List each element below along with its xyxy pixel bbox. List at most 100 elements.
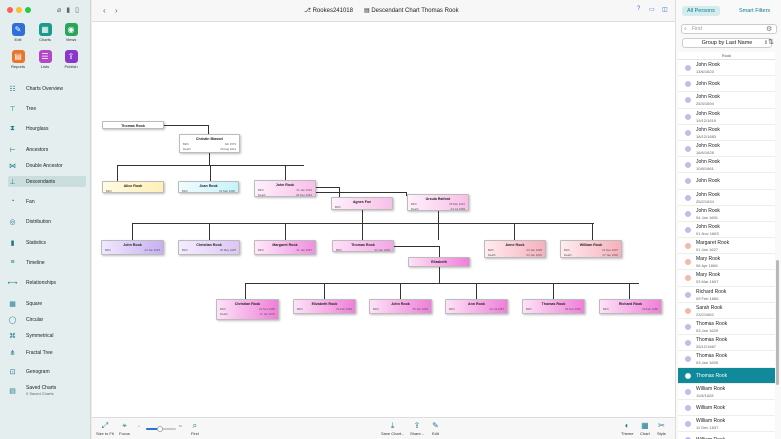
nav-item-timeline[interactable]: ≡Timeline [8, 257, 86, 268]
person-list-item[interactable]: John Rook [678, 173, 775, 190]
nav-item-square[interactable]: ▦Square [8, 298, 86, 309]
person-card[interactable]: Elizabeth [408, 257, 470, 267]
bookmark-icon[interactable]: ▮ [66, 7, 71, 14]
nav-item-hourglass[interactable]: ⧗Hourglass [8, 123, 86, 134]
bottom-share-button[interactable]: ⇪Share... [410, 421, 424, 436]
bottom-chart-button[interactable]: ▦Chart [640, 421, 650, 436]
person-card[interactable]: Thomas Rook [102, 121, 164, 129]
gear-icon[interactable]: ⚙ [766, 26, 773, 33]
person-name: John Rook [696, 142, 720, 149]
person-list-item[interactable]: Thomas Rook [678, 367, 775, 384]
tool-lists-button[interactable]: ☰Lists [35, 50, 55, 69]
back-icon[interactable]: ‹ [103, 6, 106, 15]
bottom-style-button[interactable]: ✂Style [657, 421, 666, 436]
nav-item-distribution[interactable]: ◎Distribution [8, 216, 86, 227]
nav-item-tree[interactable]: ⊤Tree [8, 103, 86, 114]
tab-smart-filters[interactable]: Smart Filters [739, 8, 771, 14]
search-input[interactable]: ⌕ Find [681, 24, 777, 34]
tool-edit-button[interactable]: ✎Edit [8, 23, 28, 42]
nav-item-relationships[interactable]: ⟷Relationships [7, 277, 86, 288]
person-list-item[interactable]: William Rook [678, 400, 775, 417]
bottom-theme-button[interactable]: ◐Theme [621, 421, 633, 436]
attachment-icon[interactable]: ⌀ [57, 7, 62, 14]
bottom-focus-button[interactable]: ⌖Focus [119, 421, 130, 436]
bottom-size-to-fit-button[interactable]: ⤢Size to Fit [96, 421, 114, 436]
minimize-window-button[interactable] [16, 7, 22, 13]
nav-item-ancestors[interactable]: ⊢Ancestors [8, 144, 86, 155]
nav-item-symmetrical[interactable]: ⌘Symmetrical [8, 330, 86, 341]
sidebar-toggle-icon[interactable]: ▯ [75, 7, 79, 14]
tool-publish-button[interactable]: ⇪Publish [61, 50, 81, 69]
sort-icon[interactable]: ⇅ [768, 39, 774, 46]
bottom-edit-button[interactable]: ✎Edit [432, 421, 439, 436]
group-by-select[interactable]: Group by Last Name ⇕ [682, 38, 772, 48]
forward-icon[interactable]: › [115, 6, 118, 15]
tab-all-persons[interactable]: All Persons [682, 6, 720, 16]
bottom-save-chart-button[interactable]: ⤓Save Chart... [381, 421, 404, 436]
zoom-window-button[interactable] [25, 7, 31, 13]
window-icon[interactable]: ▭ [649, 7, 655, 13]
zoom-slider[interactable]: ▫ ▫ [138, 423, 184, 432]
help-icon[interactable]: ? [637, 6, 641, 12]
zoom-slider-knob[interactable] [156, 426, 163, 432]
bottom-find-button[interactable]: ⌕Find [191, 421, 199, 436]
nav-item-descendants[interactable]: ⊥Descendants [8, 176, 86, 187]
nav-item-double-ancestor[interactable]: ⋈Double Ancestor [8, 160, 86, 171]
split-view-icon[interactable]: ◫ [662, 7, 668, 13]
tool-views-button[interactable]: ◉Views [61, 23, 81, 42]
nav-item-genogram[interactable]: ⊡Genogram [8, 366, 86, 377]
tool-reports-button[interactable]: ▤Reports [8, 50, 28, 69]
persons-list-scrollbar[interactable] [776, 260, 779, 385]
zoom-in-icon[interactable]: ▫ [179, 423, 182, 430]
person-list-item[interactable]: John Rook [678, 76, 775, 93]
nav-item-circular[interactable]: ◯Circular [8, 314, 86, 325]
nav-item-charts-overview[interactable]: ☷Charts Overview [8, 83, 86, 94]
person-list-item[interactable]: William Rook [678, 432, 775, 439]
nav-item-statistics[interactable]: ▮Statistics [8, 237, 86, 248]
zoom-out-icon[interactable]: ▫ [138, 424, 140, 430]
nav-item-fan[interactable]: ◔Fan [8, 196, 86, 207]
nav-item-fractal-tree[interactable]: ⋔Fractal Tree [8, 347, 86, 358]
tool-charts-button[interactable]: ▦Charts [35, 23, 55, 42]
close-window-button[interactable] [7, 7, 13, 13]
